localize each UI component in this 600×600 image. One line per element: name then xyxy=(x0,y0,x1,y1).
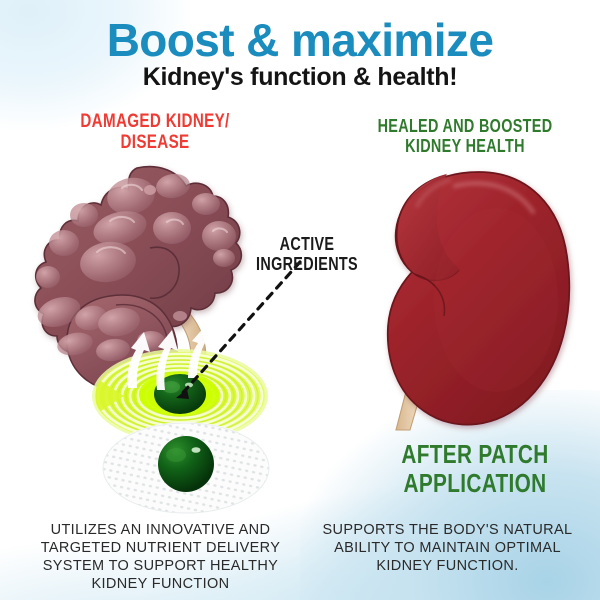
caption-right: SUPPORTS THE BODY'S NATURAL ABILITY TO M… xyxy=(322,522,573,574)
kidney-cysts xyxy=(36,173,236,362)
adhesive-mesh-patch xyxy=(102,422,270,514)
damaged-kidney-illustration xyxy=(34,165,243,417)
healthy-kidney-illustration xyxy=(386,171,571,431)
label-healed-kidney: HEALED AND BOOSTED KIDNEY HEALTH xyxy=(377,116,553,156)
label-after-patch-application: AFTER PATCH APPLICATION xyxy=(401,439,549,498)
label-active-ingredients: ACTIVE INGREDIENTS xyxy=(256,234,358,274)
active-ingredients-pointer-line xyxy=(176,260,302,399)
caption-left: UTILIZES AN INNOVATIVE AND TARGETED NUTR… xyxy=(40,522,281,592)
label-damaged-kidney: DAMAGED KIDNEY/ DISEASE xyxy=(80,111,230,153)
active-ingredient-patch xyxy=(92,349,268,443)
page-title: Boost & maximize xyxy=(106,14,494,66)
absorption-arrows xyxy=(127,325,212,390)
page-subtitle: Kidney's function & health! xyxy=(142,63,458,91)
